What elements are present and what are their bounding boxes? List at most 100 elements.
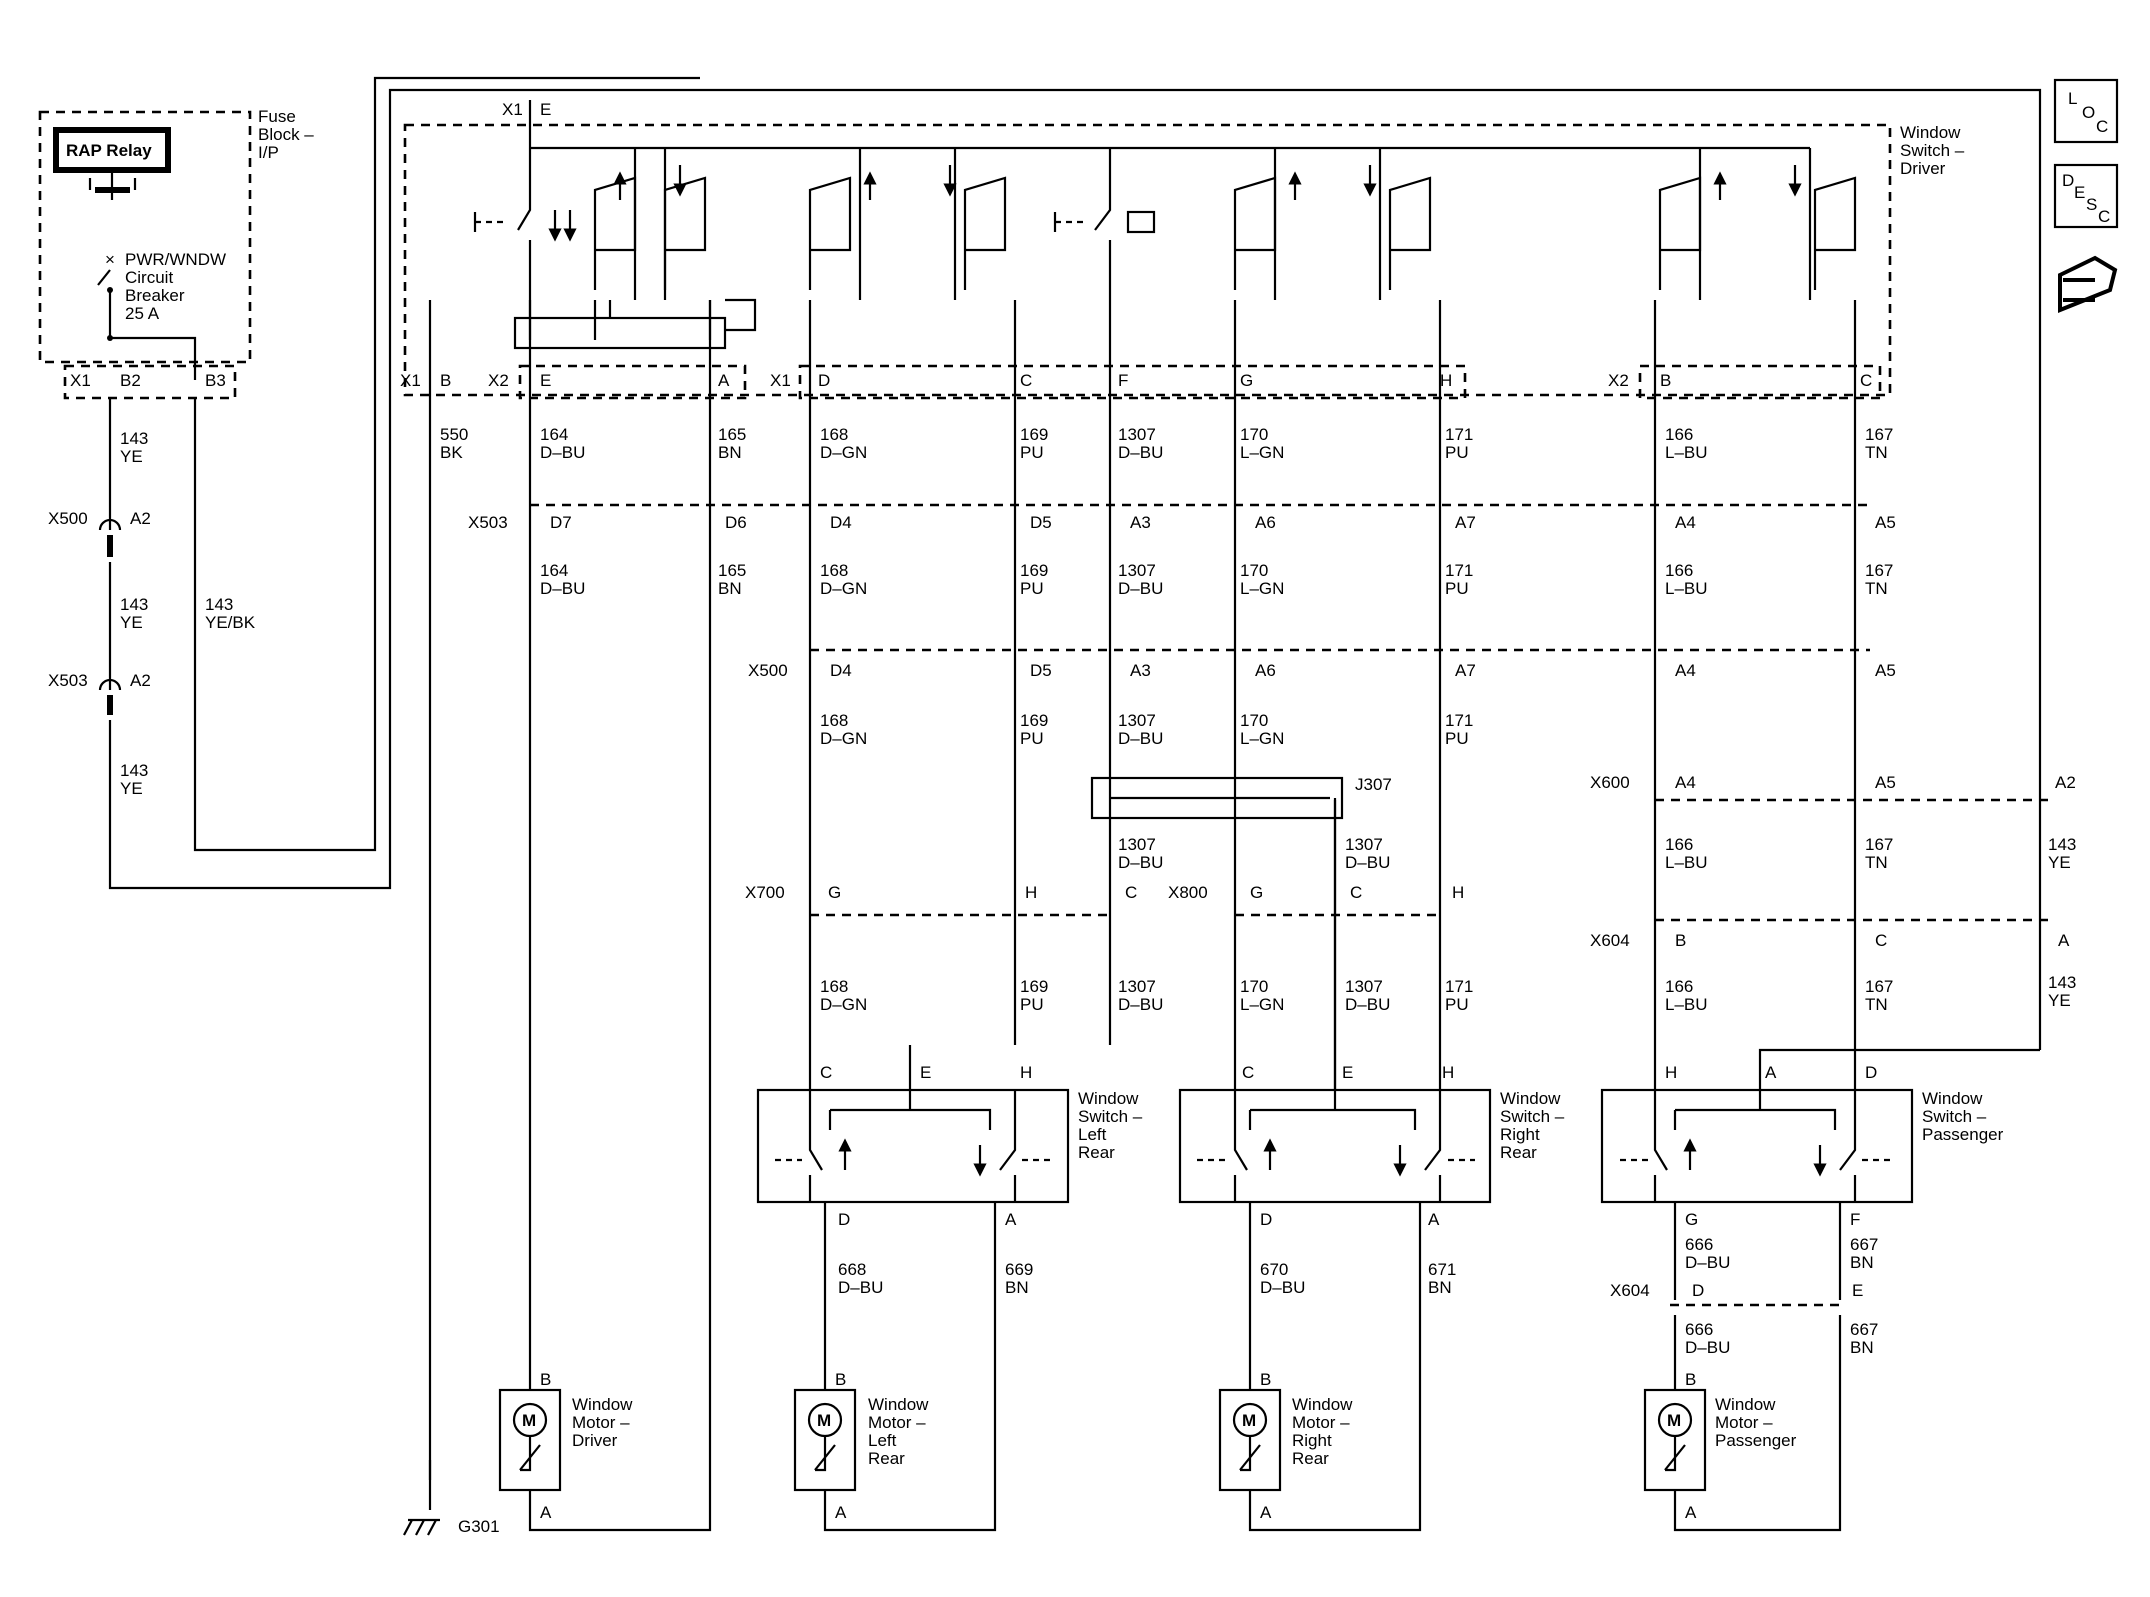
switch-title: Switch – (1922, 1107, 1987, 1126)
wire-label: 165 (718, 561, 746, 580)
wire-label: 1307 (1118, 711, 1156, 730)
wire-label: PU (1445, 729, 1469, 748)
wire-label: 165 (718, 425, 746, 444)
motor-icon: M (522, 1411, 536, 1430)
wire-label: 667 (1850, 1235, 1878, 1254)
motor-title: Motor – (868, 1413, 926, 1432)
connector-label: X700 (745, 883, 785, 902)
wire-label: 171 (1445, 561, 1473, 580)
pin-label: F (1850, 1210, 1860, 1229)
motor-right-rear: M B A Window Motor – Right Rear (1218, 1370, 1353, 1522)
wire-label: L–BU (1665, 579, 1708, 598)
pin-label: A (1260, 1503, 1272, 1522)
pin-label: B2 (120, 371, 141, 390)
pin-label: H (1440, 371, 1452, 390)
wire-label: D–BU (1685, 1338, 1730, 1357)
passenger-switch: H A D Window Switch – Passenger G F 666 … (1600, 1063, 2004, 1532)
wire-label: 168 (820, 711, 848, 730)
wire-label: TN (1865, 579, 1888, 598)
motor-icon: M (1242, 1411, 1256, 1430)
wire-label: 170 (1240, 977, 1268, 996)
wire-label: L–BU (1665, 853, 1708, 872)
connector-label: X1 (770, 371, 791, 390)
wire-labels-mid: 168 D–GN 169 PU 1307 D–BU 170 L–GN 171 P… (820, 561, 1893, 598)
wire-label: BN (718, 579, 742, 598)
pin-label: E (540, 100, 551, 119)
pin-label: A4 (1675, 513, 1696, 532)
desc-icon-letter: E (2074, 183, 2085, 202)
wire-labels-top: 168 D–GN 169 PU 1307 D–BU 170 L–GN 171 P… (820, 425, 1893, 462)
wire-label: L–GN (1240, 579, 1284, 598)
pin-label: A3 (1130, 661, 1151, 680)
wire-label: D–BU (1118, 443, 1163, 462)
wire-label: BN (1850, 1338, 1874, 1357)
wire-label: 143 (2048, 973, 2076, 992)
switch-title: Rear (1500, 1143, 1537, 1162)
connector-label: X500 (48, 509, 88, 528)
wire-label: PU (1020, 729, 1044, 748)
wire-label: 1307 (1345, 977, 1383, 996)
motor-icon: M (1667, 1411, 1681, 1430)
pin-label: A6 (1255, 513, 1276, 532)
pin-label: A (540, 1503, 552, 1522)
rap-relay-label: RAP Relay (66, 141, 152, 160)
pin-label: A5 (1875, 661, 1896, 680)
switch-title: Window (1078, 1089, 1139, 1108)
pin-label: A5 (1875, 513, 1896, 532)
loc-icon[interactable]: L O C (2053, 78, 2119, 144)
wire-label: L–BU (1665, 995, 1708, 1014)
fuse-block-title: Fuse (258, 107, 296, 126)
wire-label: D–GN (820, 729, 867, 748)
feed-wires: 143 YE X500 A2 143 YE 143 YE/BK X503 A2 … (48, 76, 2042, 1050)
wire-label: 1307 (1118, 977, 1156, 996)
motor-title: Window (572, 1395, 633, 1414)
connector-label: X503 (48, 671, 88, 690)
motor-title: Rear (868, 1449, 905, 1468)
connector-label: X1 (70, 371, 91, 390)
wire-label: 169 (1020, 425, 1048, 444)
switch-title: Driver (1900, 159, 1946, 178)
pin-label: D (1260, 1210, 1272, 1229)
wire-label: D–BU (1685, 1253, 1730, 1272)
pin-label: D6 (725, 513, 747, 532)
connector-label: X503 (468, 513, 508, 532)
wire-label: D–BU (838, 1278, 883, 1297)
wire-label: 169 (1020, 977, 1048, 996)
wire-label: YE (120, 779, 143, 798)
motor-left-rear: M B A Window Motor – Left Rear (793, 1370, 929, 1522)
switch-title: Switch – (1500, 1107, 1565, 1126)
wire-label: TN (1865, 853, 1888, 872)
connector-label: X2 (1608, 371, 1629, 390)
wire-label: D–GN (820, 443, 867, 462)
pin-label: C (1125, 883, 1137, 902)
wire-label: 167 (1865, 425, 1893, 444)
pin-label: B (835, 1370, 846, 1389)
diagnostic-tool-icon[interactable] (2058, 255, 2118, 313)
wire-label: 1307 (1118, 425, 1156, 444)
pin-label: A (1685, 1503, 1697, 1522)
wire-label: 143 (120, 595, 148, 614)
motor-title: Right (1292, 1431, 1332, 1450)
loc-icon-letter: O (2082, 103, 2095, 122)
connector-label: X604 (1610, 1281, 1650, 1300)
pin-label: A2 (2055, 773, 2076, 792)
breaker-label: Breaker (125, 286, 185, 305)
wire-label: 1307 (1118, 835, 1156, 854)
wire-label: 671 (1428, 1260, 1456, 1279)
fuse-block: RAP Relay × PWR/WNDW Circuit Breaker 25 … (38, 107, 314, 400)
pin-label: D (1865, 1063, 1877, 1082)
ground-label: G301 (458, 1517, 500, 1536)
wire-label: D–BU (1118, 853, 1163, 872)
wire-label: BN (718, 443, 742, 462)
pin-label: A (1005, 1210, 1017, 1229)
pin-label: A4 (1675, 773, 1696, 792)
switch-title: Switch – (1078, 1107, 1143, 1126)
wire-label: D–BU (1118, 995, 1163, 1014)
breaker-mark-icon: × (105, 250, 115, 269)
wire-label: 666 (1685, 1235, 1713, 1254)
pin-label: A5 (1875, 773, 1896, 792)
desc-icon[interactable]: D E S C (2053, 163, 2119, 229)
pin-label: B (540, 1370, 551, 1389)
wire-label: 1307 (1118, 561, 1156, 580)
